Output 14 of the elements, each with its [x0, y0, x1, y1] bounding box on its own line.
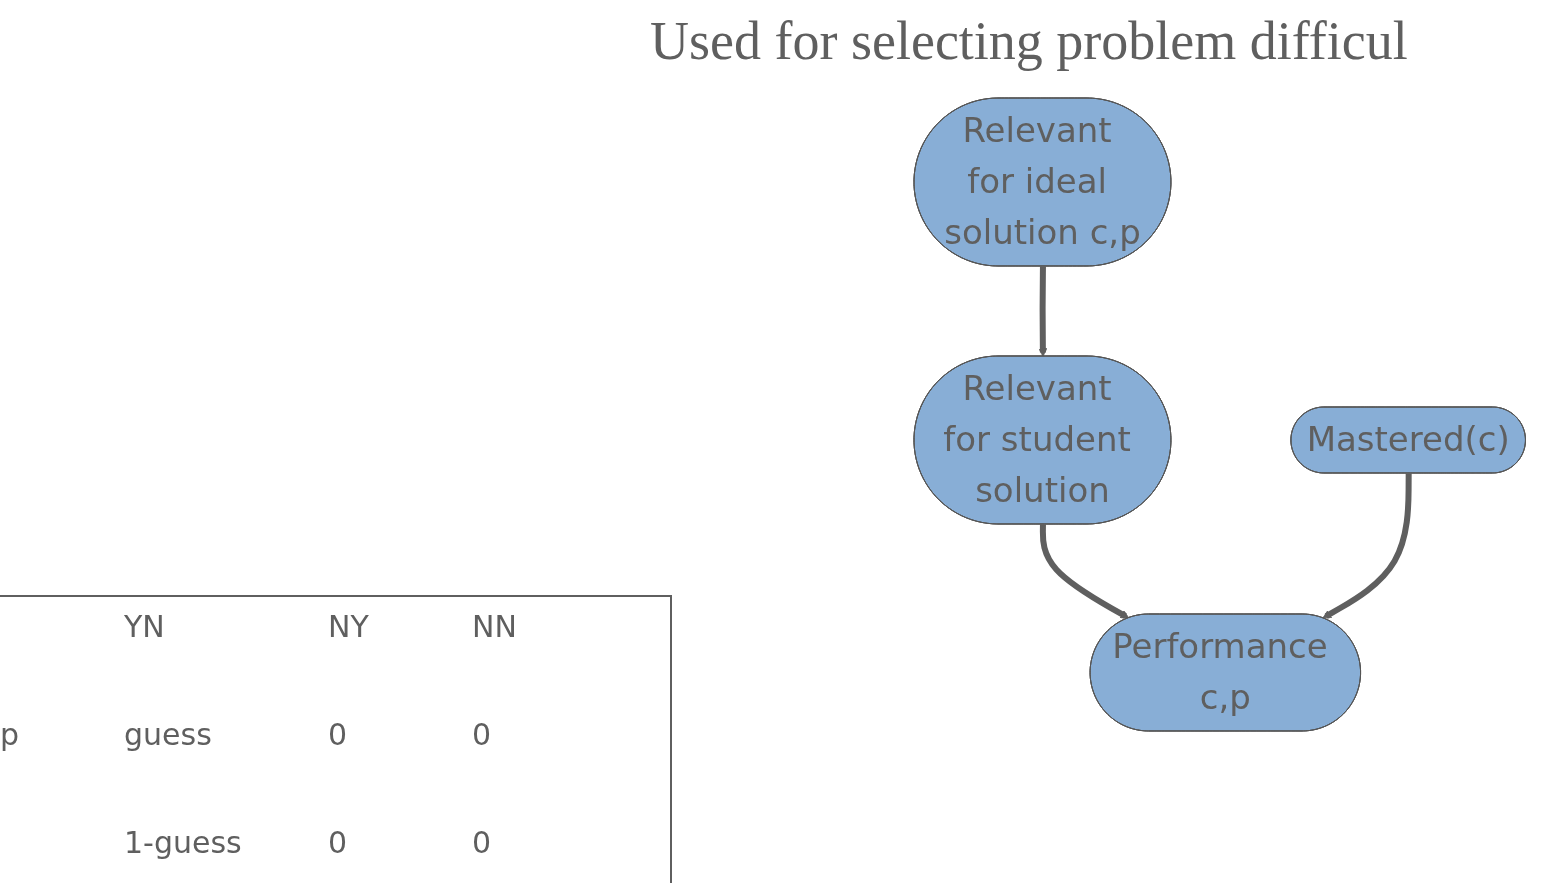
table-cell-text: NY: [328, 609, 369, 644]
title: Used for selecting problem difficul: [650, 10, 1408, 72]
table-cell-text: NN: [472, 609, 517, 644]
table-cell-text: YN: [124, 609, 165, 644]
table-cell-text: p: [0, 717, 20, 752]
arrow: [1321, 473, 1412, 619]
arrow: [1038, 266, 1047, 357]
table-cell-text: 0: [328, 825, 348, 860]
table-cell-text: 0: [472, 825, 492, 860]
table-cell-text: 0: [328, 717, 348, 752]
table-cell-text: guess: [124, 717, 212, 752]
table-cell-text: 0: [472, 717, 492, 752]
arrow: [1039, 524, 1129, 619]
table-cell-text: 1-guess: [124, 825, 242, 860]
